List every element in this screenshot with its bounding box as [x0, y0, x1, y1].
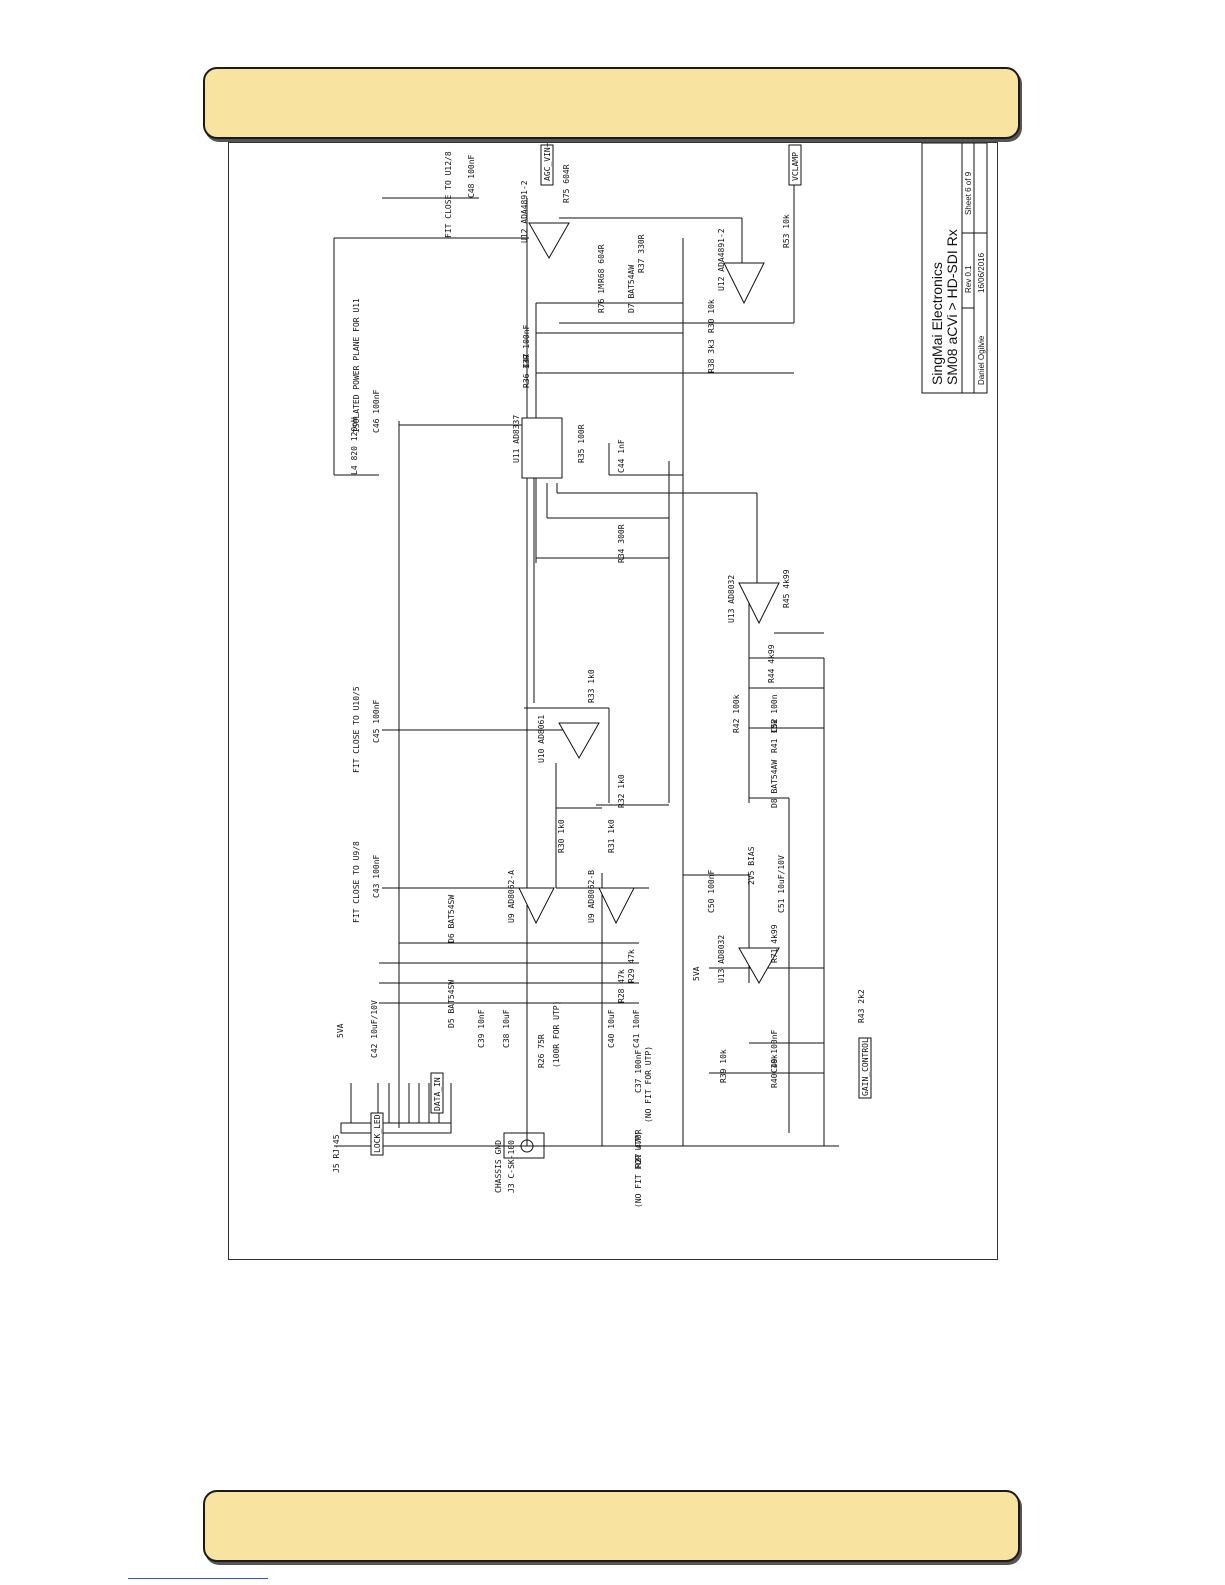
label-u9a: U9 AD8062-A	[507, 870, 516, 923]
net-lock-led: LOCK_LED	[373, 1114, 382, 1153]
labels: SingMai Electronics SM08 aCVi > HD-SDI R…	[332, 143, 986, 1208]
title-sheet: Sheet 6 of 9	[964, 171, 973, 215]
opamps	[518, 222, 780, 985]
label-u10: U10 AD8061	[537, 715, 546, 763]
title-date: 16/06/2016	[977, 252, 986, 293]
footer-link-underline[interactable]	[128, 1578, 268, 1579]
label-r71: R71 4k99	[770, 924, 779, 963]
label-j5: J5 RJ-45	[332, 1134, 341, 1173]
opamp-u9a	[518, 887, 555, 925]
label-u12b: U12 ADA4891-2	[717, 228, 726, 291]
label-c47: C47 100nF	[522, 324, 531, 368]
label-c43: C43 100nF	[372, 854, 381, 898]
label-r44: R44 4k99	[767, 644, 776, 683]
label-c38: C38 10uF	[502, 1009, 511, 1048]
net-gain-control: GAIN_CONTROL	[861, 1038, 870, 1096]
header-banner	[203, 67, 1020, 139]
note-fit-u9: FIT CLOSE TO U9/8	[352, 841, 361, 923]
net-flags	[370, 144, 872, 1156]
net-supply-b: 5VA	[692, 966, 701, 981]
note-utp1: (100R FOR UTP)	[552, 1001, 561, 1068]
note-fit-u10: FIT CLOSE TO U10/5	[352, 686, 361, 773]
label-c42: C42 10uF/10V	[370, 1000, 379, 1058]
label-r27: R27 470R	[634, 1129, 643, 1168]
label-c41: C41 10nF	[632, 1009, 641, 1048]
label-u13b: U13 AD8032	[727, 575, 736, 623]
label-c44: C44 1nF	[617, 439, 626, 473]
label-r53: R53 10k	[782, 214, 791, 248]
opamp-u12a	[528, 222, 570, 260]
opamp-u10	[558, 722, 600, 760]
opamp-u12b	[723, 262, 765, 305]
label-c46: C46 100nF	[372, 389, 381, 433]
note-chassis: CHASSIS GND	[494, 1140, 503, 1193]
label-r30a: R30 10k	[707, 299, 716, 333]
ic-u11	[521, 417, 563, 479]
label-r26: R26 75R	[537, 1034, 546, 1068]
net-bias: 2V5 BIAS	[747, 846, 756, 885]
note-utp3: (NO FIT FOR UTP)	[634, 1131, 643, 1208]
note-fit-u12: FIT CLOSE TO U12/8	[444, 151, 453, 238]
label-r68: R68 604R	[597, 244, 606, 283]
label-c49: C49 100nF	[770, 1029, 779, 1073]
label-d6: D6 BAT54SW	[447, 895, 456, 943]
label-r42: R42 100k	[732, 694, 741, 733]
label-u9b: U9 AD8062-B	[587, 870, 596, 923]
net-vclamp: VCLAMP	[791, 152, 800, 181]
label-r30: R30 1k0	[557, 819, 566, 853]
label-r38: R38 3k3	[707, 339, 716, 373]
label-c45: C45 100nF	[372, 699, 381, 743]
wiring	[333, 143, 988, 1159]
label-c51: C51 10uF/10V	[777, 855, 786, 913]
note-isolated: ISOLATED POWER PLANE FOR U11	[352, 298, 361, 433]
footer-banner	[203, 1490, 1020, 1562]
label-r35: R35 100R	[577, 424, 586, 463]
label-r40: R40 10k	[770, 1054, 779, 1088]
label-r75: R75 604R	[562, 164, 571, 203]
title-company: SingMai Electronics	[929, 262, 945, 385]
label-r37: R37 330R	[637, 234, 646, 273]
label-r43: R43 2k2	[857, 989, 866, 1023]
label-r34: R34 300R	[617, 524, 626, 563]
label-r36: R36 33R	[522, 354, 531, 388]
label-j3: J3 C-SK-100	[507, 1140, 516, 1193]
title-project: SM08 aCVi > HD-SDI Rx	[944, 229, 960, 385]
label-c37: C37 100nF	[634, 1049, 643, 1093]
opamp-u9b	[598, 887, 635, 925]
label-r29: R29 47k	[627, 949, 636, 983]
opamp-u13a	[738, 947, 780, 985]
label-r45: R45 4k99	[782, 569, 791, 608]
label-c52: C52 100n	[770, 694, 779, 733]
label-u13a: U13 AD8032	[717, 935, 726, 983]
label-u11: U11 AD8337	[512, 415, 521, 463]
label-u12a: U12 ADA4891-2	[520, 180, 529, 243]
label-r39: R39 10k	[719, 1049, 728, 1083]
title-rev: Rev 0.1	[964, 265, 973, 293]
label-c40: C40 10uF	[607, 1009, 616, 1048]
label-l4: L4 820 120nH	[350, 417, 359, 475]
label-d7: D7 BAT54AW	[627, 265, 636, 313]
label-r41: R41 10k	[770, 719, 779, 753]
label-r28: R28 47k	[617, 969, 626, 1003]
label-r32: R32 1k0	[617, 774, 626, 808]
opamp-u13b	[738, 582, 780, 625]
label-c50: C50 100nF	[707, 869, 716, 913]
label-r31: R31 1k0	[607, 819, 616, 853]
label-c39: C39 10nF	[477, 1009, 486, 1048]
net-data-in: DATA_IN	[433, 1077, 442, 1111]
label-r76: R76 1M	[597, 284, 606, 313]
note-utp2: (NO FIT FOR UTP)	[644, 1046, 653, 1123]
label-c48: C48 100nF	[467, 154, 476, 198]
label-d8: D8 BAT54AW	[770, 760, 779, 808]
title-author: Daniel Ogilvie	[977, 335, 986, 385]
net-agc-vin: AGC_VIN+	[543, 143, 552, 181]
net-supply-a: 5VA	[336, 1023, 345, 1038]
schematic-diagram: SingMai Electronics SM08 aCVi > HD-SDI R…	[332, 143, 988, 1208]
label-d5: D5 BAT54SW	[447, 980, 456, 1028]
schematic-sheet: SingMai Electronics SM08 aCVi > HD-SDI R…	[228, 142, 998, 1260]
label-r33: R33 1k0	[587, 669, 596, 703]
